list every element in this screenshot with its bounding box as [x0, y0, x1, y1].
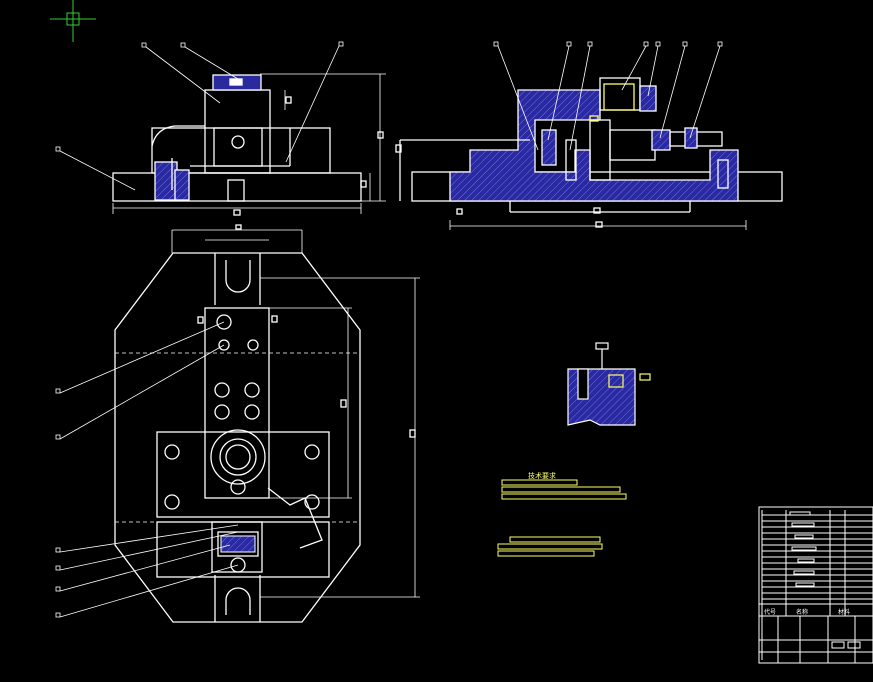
- plan-view-hatch-detail: [220, 535, 256, 553]
- section-view-leaders: [493, 41, 723, 151]
- title-block-material-header: 材料: [838, 609, 851, 616]
- title-block[interactable]: [758, 506, 873, 664]
- plan-view-leaders: [55, 321, 239, 618]
- plan-view[interactable]: [114, 224, 420, 623]
- front-view[interactable]: [112, 73, 386, 216]
- technical-requirements-title: 技术要求: [528, 472, 556, 480]
- technical-requirements-lines: [497, 479, 627, 557]
- title-block-name-header: 名称: [796, 609, 809, 616]
- section-view[interactable]: [395, 77, 783, 230]
- front-view-leaders: [55, 41, 344, 191]
- title-block-code-header: 代号: [764, 609, 777, 616]
- detail-view[interactable]: [567, 342, 651, 426]
- cursor-crosshair: [50, 0, 96, 42]
